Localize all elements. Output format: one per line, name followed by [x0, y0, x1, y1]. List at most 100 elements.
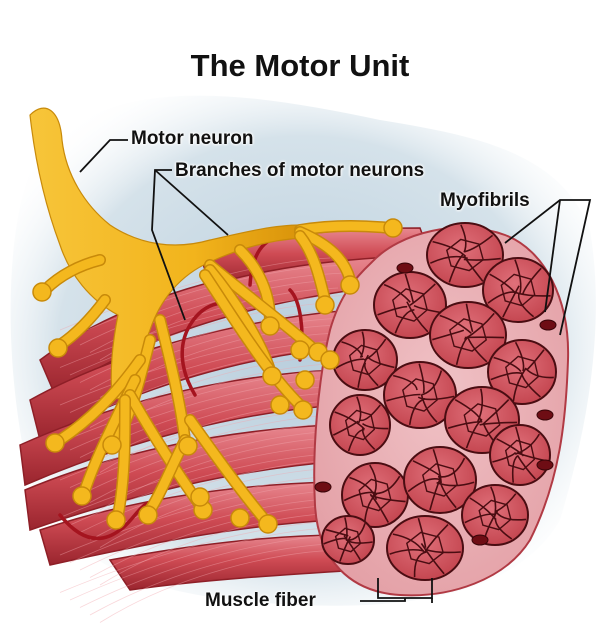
vessel-opening [536, 459, 554, 471]
fiber-striation [69, 302, 331, 376]
myofibril-bundle [386, 515, 464, 581]
bundle-division [417, 517, 427, 548]
bundle-division [347, 428, 365, 452]
bundle-inner-ring [463, 403, 501, 437]
myofibril-bundle [403, 446, 477, 514]
nerve-terminal [230, 508, 250, 528]
bundle-division [421, 370, 443, 396]
bundle-division [394, 309, 415, 334]
bundle-division [343, 535, 361, 561]
bundle-division [454, 399, 483, 423]
bundle-division [386, 393, 421, 402]
label-motor-neuron: Motor neuron [131, 128, 254, 149]
bundle-inner-ring [504, 439, 536, 471]
myofibril-bundle [429, 301, 507, 369]
fiber-striation [59, 332, 339, 406]
nerve-terminal [270, 395, 290, 415]
fiber-striation [69, 527, 331, 601]
bundle-inner-ring [406, 531, 444, 565]
bundle-division [332, 420, 359, 436]
nerve-terminal [315, 295, 335, 315]
myofibril-bundle [461, 484, 529, 546]
bundle-division [502, 285, 520, 318]
myofibril-bundle [329, 394, 391, 456]
bundle-division [406, 301, 429, 333]
bundle-division [383, 283, 411, 303]
label-myofibrils: Myofibrils [440, 190, 530, 211]
bundle-inner-ring [500, 273, 536, 307]
bundle-inner-ring [446, 238, 484, 272]
bundle-division [490, 372, 522, 381]
bundle-division [463, 312, 495, 341]
vessel-opening [314, 481, 332, 493]
bundle-inner-ring [478, 499, 512, 531]
nerve-branch [295, 227, 355, 285]
bundle-division [372, 475, 401, 495]
bundle-division [393, 374, 418, 391]
bundle-division [334, 411, 365, 430]
bundle-division [363, 492, 378, 524]
fiber-striation [89, 505, 331, 578]
nerve-branch [185, 415, 270, 525]
nerve-terminal [293, 400, 313, 420]
vessel-opening [536, 409, 554, 421]
bundle-inner-ring [449, 318, 487, 352]
bundle-division [423, 524, 449, 554]
fiber-striation [79, 535, 339, 608]
bundle-division [417, 395, 455, 401]
bundle-outline [489, 424, 551, 486]
myofibril-bundle [487, 339, 557, 405]
bundle-division [496, 438, 525, 457]
nerve-terminal [45, 433, 65, 453]
myofibril-bundle [341, 462, 409, 528]
bundle-division [511, 455, 518, 483]
bundle-division [514, 341, 525, 372]
bundle-division [521, 267, 542, 295]
nerve-terminal [260, 316, 280, 336]
vessel-opening [396, 262, 414, 274]
bundle-division [439, 314, 472, 334]
bundle-division [349, 476, 378, 500]
myofibril-bundle [489, 424, 551, 486]
bundle-division [359, 404, 381, 422]
bundle-division [493, 356, 522, 373]
bundle-division [363, 338, 387, 361]
bundle-inner-ring [402, 378, 438, 412]
bundle-division [479, 421, 518, 426]
leader-branches [151, 169, 186, 321]
label-branches: Branches of motor neurons [175, 160, 425, 181]
bundle-division [362, 422, 389, 430]
fiber-striation [99, 437, 331, 511]
bundle-division [432, 449, 442, 483]
nerve-terminal [340, 275, 360, 295]
nerve-branch [155, 315, 190, 445]
bundle-division [420, 542, 445, 575]
myofibril-bundle [482, 257, 554, 323]
nerve-terminal [138, 505, 158, 525]
leader-branches-2 [154, 169, 229, 236]
bundle-division [377, 305, 408, 316]
leader-myofibrils-3 [559, 199, 592, 336]
nerve-terminal [106, 510, 126, 530]
myofibril-bundle [321, 515, 375, 565]
bundle-division [432, 240, 467, 258]
bundle-division [448, 253, 464, 283]
bundle-division [389, 548, 424, 555]
bundle-inner-ring [344, 409, 376, 441]
bundle-inner-ring [422, 463, 458, 497]
bundle-division [476, 388, 484, 422]
bundle-division [437, 457, 466, 478]
bundle-division [514, 433, 540, 455]
nerve-terminal [320, 350, 340, 370]
bundle-division [494, 518, 513, 540]
bundle-inner-ring [358, 478, 392, 512]
bundle-division [408, 397, 426, 426]
nerve-terminal [48, 338, 68, 358]
bundle-inner-ring [392, 288, 428, 322]
fiber-striation [99, 400, 339, 473]
motor-neuron-shape [29, 107, 403, 534]
bundle-division [492, 451, 517, 463]
bundle-division [512, 368, 527, 402]
vessel-opening [471, 534, 489, 546]
